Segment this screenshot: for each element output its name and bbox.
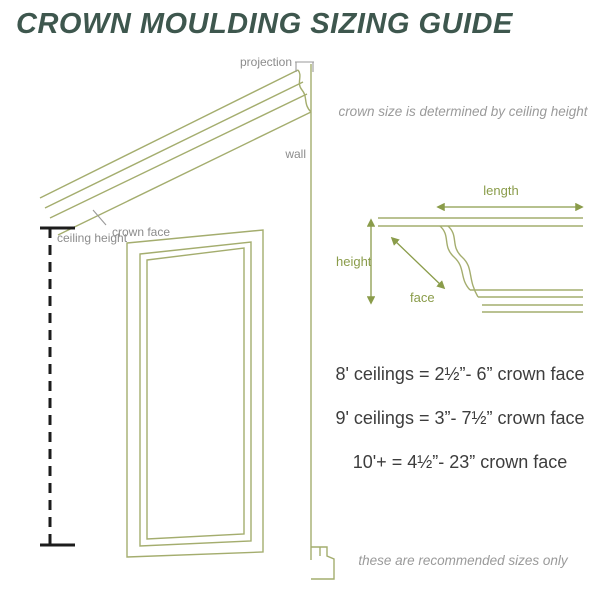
crown-top-edge-line bbox=[39, 69, 299, 199]
crown-face-pointer-line bbox=[92, 209, 107, 226]
crown-face-top-line bbox=[44, 81, 304, 209]
subtitle: crown size is determined by ceiling heig… bbox=[338, 104, 588, 119]
door-outer-casing bbox=[126, 229, 264, 558]
wall-annotation: wall bbox=[284, 147, 306, 161]
projection-annotation: projection bbox=[240, 55, 314, 72]
page-title: CROWN MOULDING SIZING GUIDE bbox=[16, 8, 513, 40]
sizing-rule-8ft: 8' ceilings = 2½”- 6” crown face bbox=[335, 364, 585, 384]
door-inner-casing bbox=[139, 241, 252, 547]
sizing-rule-9ft: 9' ceilings = 3”- 7½” crown face bbox=[335, 408, 585, 428]
ceiling-height-dimension: ceiling height bbox=[40, 226, 128, 547]
crown-moulding-drawing bbox=[39, 64, 312, 560]
crown-bottom-edge-line bbox=[57, 111, 312, 236]
profile-dimensions: length height face bbox=[336, 183, 584, 305]
length-label: length bbox=[483, 183, 518, 198]
projection-label: projection bbox=[240, 55, 292, 69]
crown-profile-drawing bbox=[378, 217, 583, 313]
ceiling-height-label: ceiling height bbox=[57, 231, 128, 245]
crown-face-annotation: crown face bbox=[92, 209, 170, 239]
crown-face-label: crown face bbox=[112, 225, 170, 239]
face-label: face bbox=[410, 290, 435, 305]
crown-profile-diagram: length height face bbox=[336, 183, 584, 313]
projection-bracket bbox=[295, 61, 314, 72]
sizing-rules-list: 8' ceilings = 2½”- 6” crown face 9' ceil… bbox=[322, 352, 598, 484]
baseboard-end-profile bbox=[311, 546, 335, 580]
crown-end-profile bbox=[297, 69, 312, 113]
wall-perspective-diagram: projection wall crown face ceiling heigh… bbox=[39, 55, 335, 580]
footnote: these are recommended sizes only bbox=[358, 553, 568, 568]
baseboard-drawing bbox=[311, 546, 335, 580]
door-opening bbox=[146, 247, 245, 540]
wall-label: wall bbox=[284, 147, 306, 161]
door-frame-drawing bbox=[126, 229, 264, 558]
face-dimension-arrow bbox=[390, 236, 446, 290]
profile-ogee-curve-2 bbox=[447, 225, 479, 298]
crown-face-mid-line bbox=[49, 93, 308, 219]
sizing-rule-10ft: 10'+ = 4½”- 23” crown face bbox=[352, 452, 568, 472]
height-label: height bbox=[336, 254, 372, 269]
profile-ogee-curve-1 bbox=[439, 225, 471, 291]
